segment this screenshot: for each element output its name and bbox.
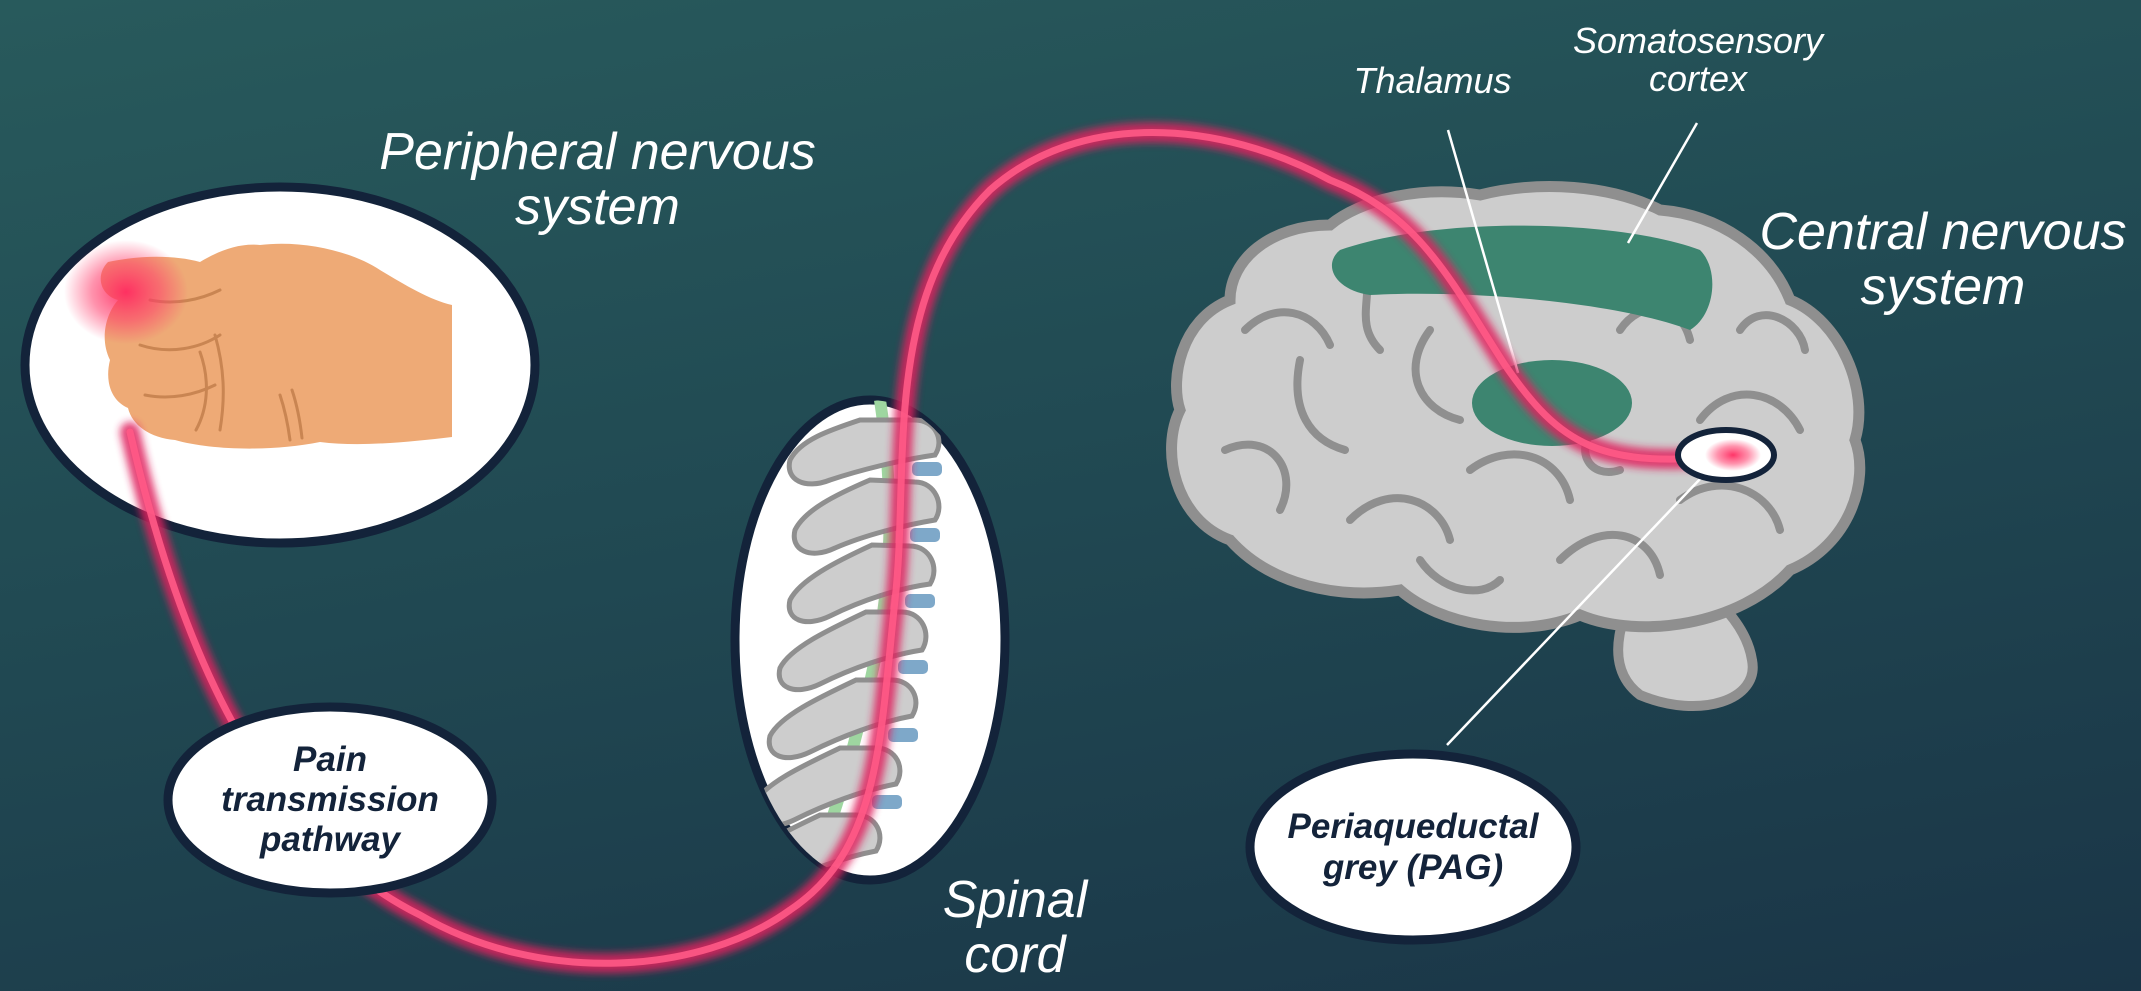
pain-hotspot bbox=[64, 240, 188, 344]
finger-oval bbox=[25, 187, 535, 543]
pag-marker bbox=[1678, 430, 1774, 480]
peripheral-label: Peripheral nervous system bbox=[365, 125, 830, 234]
central-label: Central nervous system bbox=[1745, 205, 2141, 314]
pain-pathway-text: Pain transmission pathway bbox=[200, 725, 460, 875]
somatosensory-label: Somatosensory cortex bbox=[1548, 22, 1848, 98]
thalamus-label: Thalamus bbox=[1340, 62, 1525, 100]
pag-text: Periaqueductal grey (PAG) bbox=[1268, 775, 1558, 920]
spinal-cord-label: Spinal cord bbox=[915, 873, 1115, 982]
